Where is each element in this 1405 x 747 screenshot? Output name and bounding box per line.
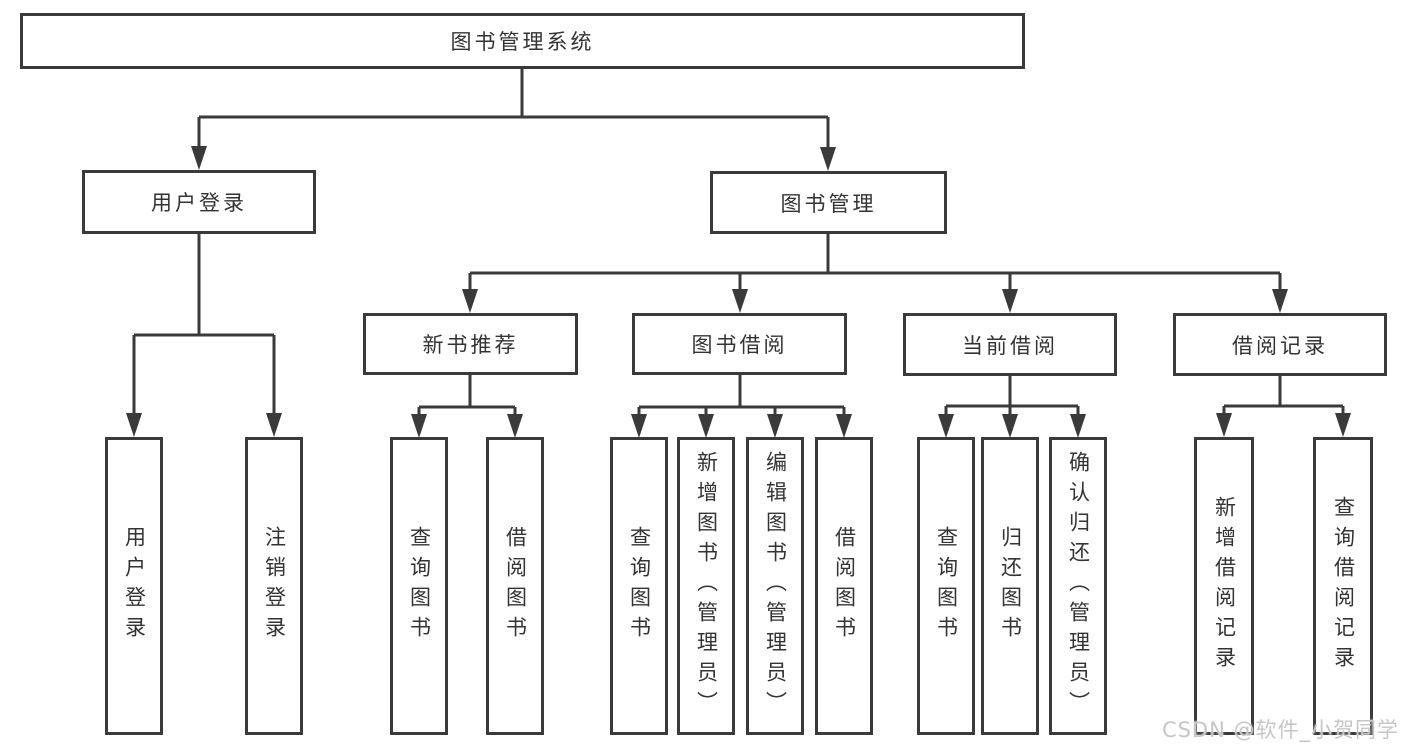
node-new-book-recommendation: 新书推荐 (363, 313, 578, 375)
leaf-borrow-add-books-admin: 新增图书（管理员） (677, 437, 735, 735)
leaf-label: 确认归还（管理员） (1066, 451, 1091, 721)
leaf-current-return-books: 归还图书 (981, 437, 1039, 735)
leaf-label: 编辑图书（管理员） (763, 451, 788, 721)
leaf-label: 借阅图书 (832, 526, 857, 646)
leaf-label: 查询图书 (934, 526, 959, 646)
leaf-records-query-borrow-record: 查询借阅记录 (1313, 437, 1373, 735)
node-label: 图书管理系统 (450, 30, 595, 54)
node-borrow-records: 借阅记录 (1173, 313, 1387, 376)
leaf-label: 查询图书 (627, 526, 652, 646)
leaf-label: 新增图书（管理员） (694, 451, 719, 721)
node-user-login: 用户登录 (82, 170, 316, 234)
node-label: 新书推荐 (422, 333, 519, 357)
leaf-logout: 注销登录 (245, 437, 303, 735)
leaf-current-confirm-return-admin: 确认归还（管理员） (1049, 437, 1107, 735)
leaf-label: 新增借阅记录 (1212, 496, 1237, 676)
csdn-watermark: CSDN @软件_小贺同学 (1161, 718, 1399, 742)
leaf-label: 查询借阅记录 (1331, 496, 1356, 676)
node-label: 用户登录 (151, 191, 247, 215)
node-label: 图书借阅 (691, 333, 788, 357)
node-current-borrowing: 当前借阅 (903, 313, 1117, 376)
leaf-borrow-borrow-books: 借阅图书 (815, 437, 873, 735)
leaf-borrow-edit-books-admin: 编辑图书（管理员） (746, 437, 804, 735)
leaf-label: 查询图书 (407, 526, 432, 646)
leaf-user-login: 用户登录 (105, 437, 163, 735)
leaf-current-query-books: 查询图书 (917, 437, 975, 735)
leaf-recommend-query-books: 查询图书 (390, 437, 448, 735)
leaf-label: 借阅图书 (503, 526, 528, 646)
leaf-label: 注销登录 (262, 526, 287, 646)
node-book-management: 图书管理 (710, 171, 947, 234)
leaf-recommend-borrow-books: 借阅图书 (486, 437, 544, 735)
leaf-borrow-query-books: 查询图书 (610, 437, 668, 735)
node-label: 借阅记录 (1232, 333, 1328, 358)
node-label: 图书管理 (780, 191, 877, 216)
leaf-label: 归还图书 (998, 526, 1023, 646)
leaf-label: 用户登录 (122, 526, 147, 646)
node-label: 当前借阅 (962, 333, 1058, 358)
leaf-records-add-borrow-record: 新增借阅记录 (1194, 437, 1254, 735)
node-library-management-system: 图书管理系统 (20, 13, 1025, 69)
node-book-borrowing: 图书借阅 (632, 313, 847, 375)
